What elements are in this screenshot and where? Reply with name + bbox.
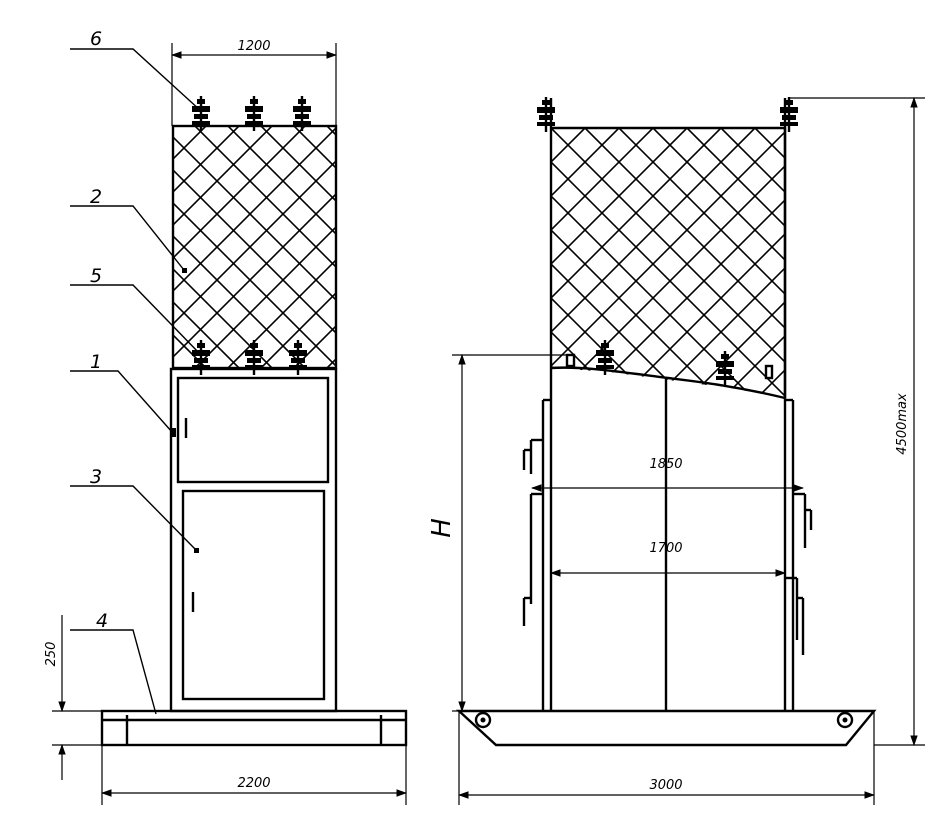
dim-inner-lower: 1700 [549,541,787,577]
dim-base-width-side: 3000 [457,711,876,805]
svg-text:2200: 2200 [237,776,270,791]
svg-text:4500max: 4500max [895,393,910,455]
front-view: 6 2 5 1 3 4 1200 2200 250 [44,28,408,805]
side-right-hinges [785,492,813,655]
svg-text:3000: 3000 [649,778,682,793]
dim-base-width-front: 2200 [100,745,408,805]
callout-leaders [70,48,202,715]
callout-6: 6 [90,28,102,50]
side-left-hinges [522,438,543,626]
dim-total-height: 4500max [789,96,925,747]
svg-text:1700: 1700 [649,541,682,556]
svg-text:250: 250 [44,642,59,667]
side-view: 1850 1700 3000 H 4500max [427,95,925,805]
front-mesh-hatching [173,126,336,368]
callout-2: 2 [90,186,102,208]
side-mesh-hatching [551,128,785,398]
front-upper-door [176,376,330,484]
callout-4: 4 [96,610,108,632]
front-lower-door [181,489,326,701]
dim-inner-upper: 1850 [530,457,805,492]
callout-3: 3 [90,466,102,488]
dim-base-height: 250 [44,615,102,780]
dim-height-h: H [427,353,567,713]
lock-mark [170,428,176,437]
callout-1: 1 [90,351,102,373]
callout-5: 5 [90,265,102,287]
front-cabinet-body [169,367,338,713]
side-break-line [550,366,786,400]
front-base [100,709,408,747]
side-base [455,709,877,747]
side-insulators [535,95,800,388]
svg-text:1850: 1850 [649,457,682,472]
dim-width-top: 1200 [170,39,338,126]
door-point-mark [194,548,199,553]
svg-text:1200: 1200 [237,39,270,54]
svg-text:H: H [427,518,457,538]
mesh-point-mark [182,268,187,273]
